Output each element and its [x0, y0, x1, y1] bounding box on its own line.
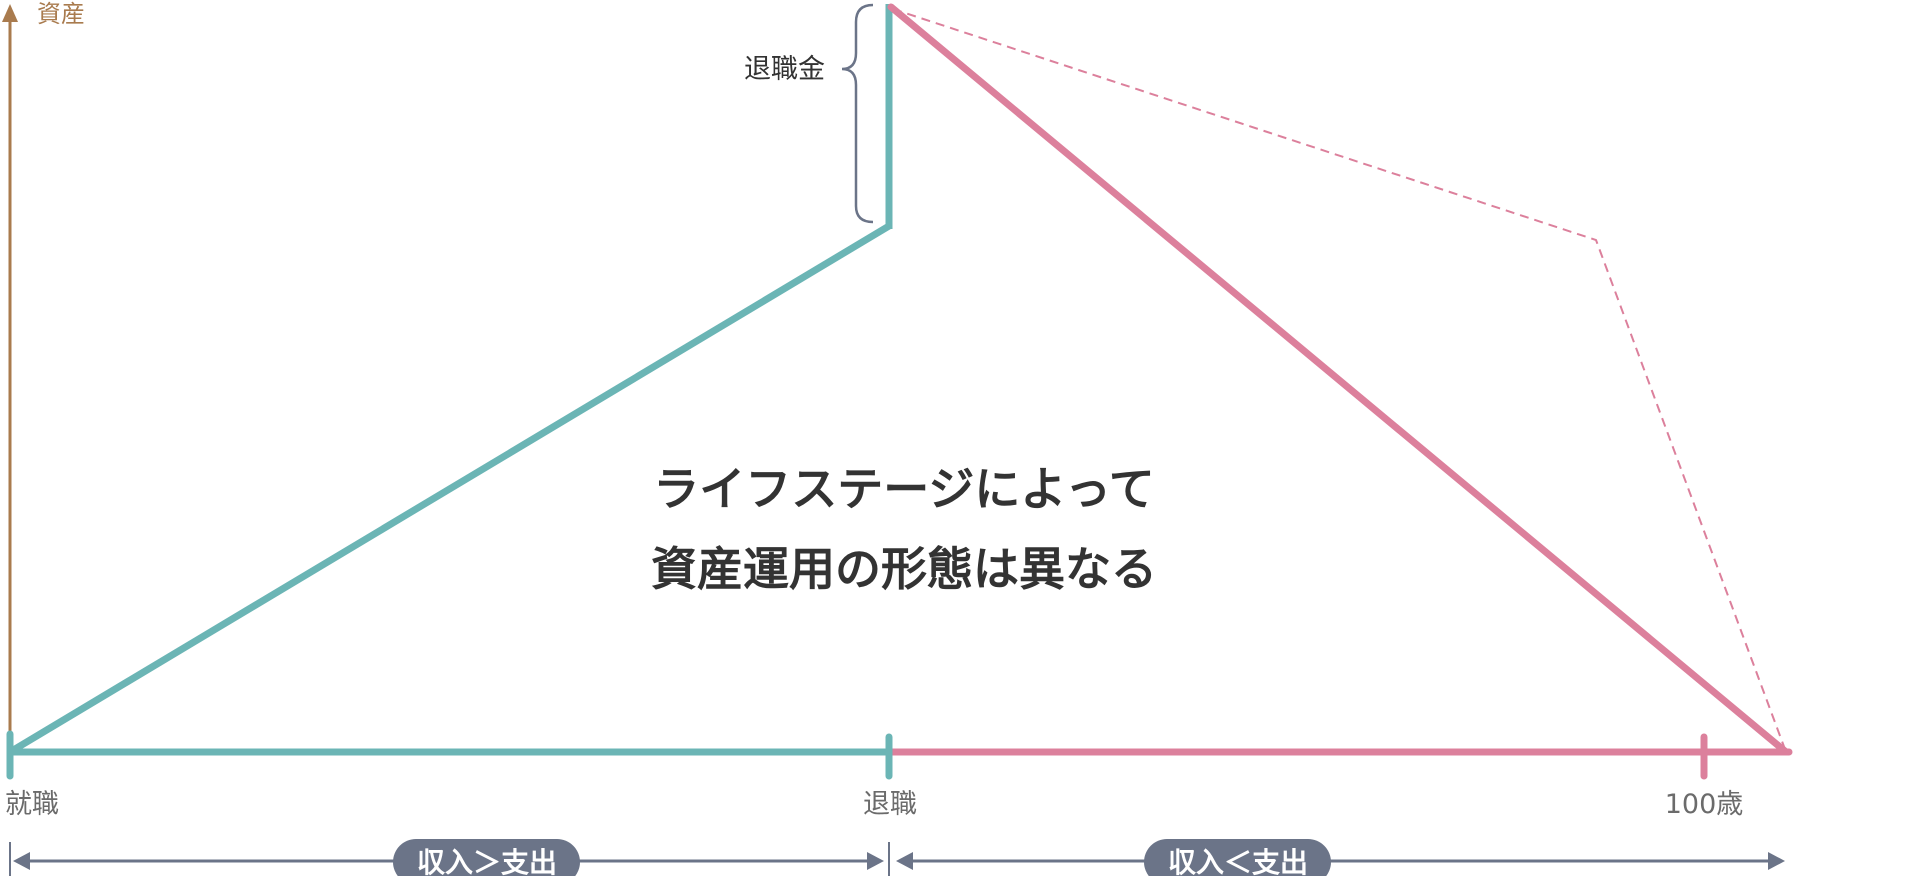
- tick-start-label: 就職: [5, 789, 59, 820]
- phase-arrow-retired: 収入＜支出: [888, 839, 1785, 876]
- asset-axis-label: 資産: [37, 0, 85, 28]
- phase-retired-label: 収入＜支出: [1168, 846, 1308, 876]
- tick-end-label: 100歳: [1665, 789, 1744, 820]
- diagram-title-line-2: 資産運用の形態は異なる: [651, 542, 1157, 596]
- tick-retire-label: 退職: [863, 789, 917, 820]
- phase-retired-pill: [1144, 839, 1331, 876]
- asset-axis: 資産: [2, 0, 85, 742]
- decumulation-line: [885, 3, 1793, 756]
- phase-working-label: 収入＞支出: [417, 846, 557, 876]
- asset-axis-arrowhead: [2, 4, 18, 22]
- alternative-decumulation-path: [892, 8, 1787, 753]
- accumulation-growth-line: [8, 222, 891, 756]
- retirement-bonus-label: 退職金: [744, 54, 825, 85]
- phase-working-pill: [393, 839, 580, 876]
- phase-retired-left-arrowhead: [896, 852, 913, 870]
- phase-working-right-arrowhead: [867, 852, 884, 870]
- retirement-bonus-brace: [841, 3, 874, 224]
- diagram-title-line-1: ライフステージによって: [653, 462, 1154, 516]
- decumulation-decline-line: [887, 3, 1790, 756]
- phase-arrow-working: 収入＞支出: [9, 839, 884, 876]
- accumulation-line: [8, 4, 893, 756]
- phase-working-left-arrowhead: [13, 852, 30, 870]
- phase-retired-right-arrowhead: [1768, 852, 1785, 870]
